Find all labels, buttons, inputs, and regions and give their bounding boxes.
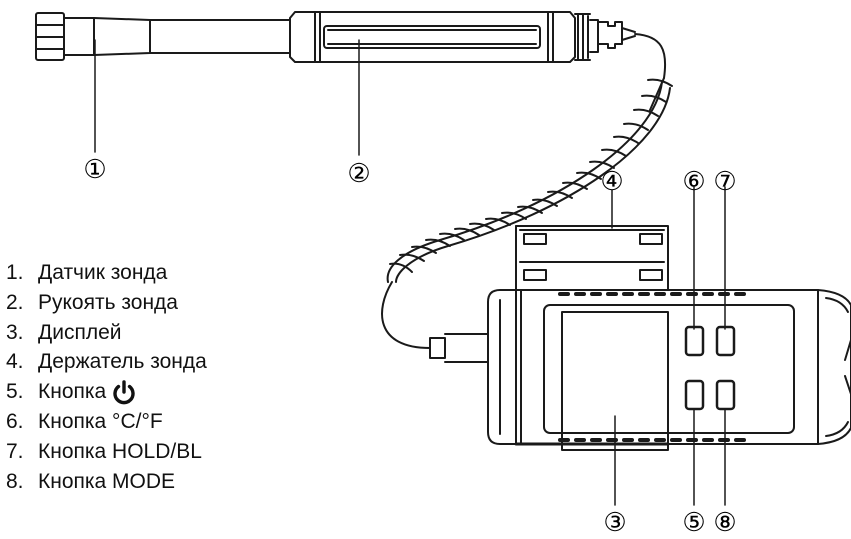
legend-number: 5. (6, 380, 24, 404)
legend-label: Кнопка (38, 380, 107, 404)
legend-label: Кнопка MODE (38, 469, 176, 493)
callout-4: ④ (600, 167, 623, 197)
probe-handle (289, 11, 636, 63)
parts-legend: 1. Датчик зонда 2. Рукоять зонда 3. Дисплей… (6, 258, 207, 496)
legend-label: Кнопка HOLD/BL (38, 439, 202, 463)
legend-number: 8. (6, 469, 24, 493)
button-power[interactable] (684, 379, 705, 411)
legend-item: 1. Датчик зонда (6, 258, 207, 288)
coiled-cable (386, 77, 673, 283)
callout-1: ① (83, 155, 106, 185)
legend-number: 6. (6, 409, 24, 433)
legend-number: 1. (6, 261, 24, 284)
button-hold-bl[interactable] (715, 325, 736, 357)
button-mode[interactable] (715, 379, 736, 411)
callout-5: ⑤ (682, 508, 705, 538)
probe-sensor (35, 12, 291, 61)
legend-number: 4. (6, 350, 24, 374)
power-icon (113, 380, 135, 405)
legend-item: 3. Дисплей (6, 318, 207, 348)
meter-body (487, 289, 851, 451)
probe-holder (514, 225, 670, 446)
probe-cable-upper (634, 33, 667, 79)
vent-marks (558, 292, 746, 442)
callout-7: ⑦ (713, 167, 736, 197)
probe-cable-lower (381, 281, 431, 349)
leader-lines (94, 39, 726, 506)
legend-number: 7. (6, 439, 24, 463)
button-celsius-fahrenheit[interactable] (684, 325, 705, 357)
legend-item: 4. Держатель зонда (6, 347, 207, 377)
callout-3: ③ (603, 508, 626, 538)
legend-label: Датчик зонда (38, 261, 168, 284)
legend-item: 7. Кнопка HOLD/BL (6, 437, 207, 467)
callout-8: ⑧ (713, 508, 736, 538)
callout-2: ② (347, 159, 370, 189)
legend-label: Дисплей (38, 320, 122, 344)
legend-label: Держатель зонда (38, 350, 207, 374)
legend-item: 5. Кнопка (6, 377, 207, 407)
legend-item: 6. Кнопка °C/°F (6, 407, 207, 437)
legend-label: Кнопка °C/°F (38, 409, 163, 433)
legend-number: 3. (6, 320, 24, 344)
legend-number: 2. (6, 290, 24, 314)
legend-item: 2. Рукоять зонда (6, 288, 207, 318)
callout-6: ⑥ (682, 167, 705, 197)
legend-label: Рукоять зонда (38, 290, 178, 314)
legend-item: 8. Кнопка MODE (6, 467, 207, 497)
